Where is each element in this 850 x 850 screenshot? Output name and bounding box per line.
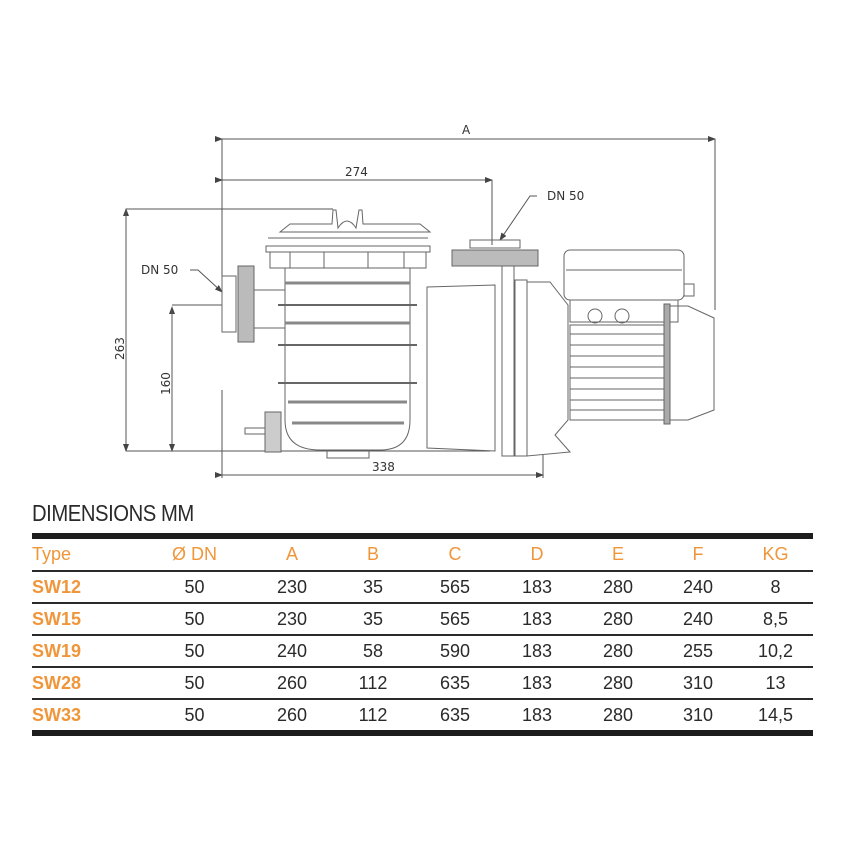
table-top-rule xyxy=(32,533,813,539)
cell-type: SW12 xyxy=(32,571,137,604)
header-dn: Ø DN xyxy=(137,539,252,572)
cell-dn: 50 xyxy=(137,571,252,604)
header-f: F xyxy=(658,539,738,572)
inlet-dn-callout: DN 50 xyxy=(141,263,223,293)
dimension-a: A xyxy=(215,123,716,310)
cell-f: 310 xyxy=(682,704,714,725)
cell-e: 280 xyxy=(578,667,658,700)
cell-f: 240 xyxy=(658,571,738,604)
cell-c: 565 xyxy=(414,571,496,604)
table-header-row: Type Ø DN A B C D E F KG xyxy=(32,539,813,572)
cell-b: 58 xyxy=(332,635,414,668)
cell-dn: 50 xyxy=(137,635,252,668)
cell-d: 183 xyxy=(496,667,578,700)
cell-d: 183 xyxy=(496,635,578,668)
header-b: B xyxy=(332,539,414,572)
header-c: C xyxy=(414,539,496,572)
cell-a: 260 xyxy=(276,704,308,725)
cell-dn: 50 xyxy=(137,603,252,636)
cell-dn: 50 xyxy=(137,667,252,700)
cell-e: 280 xyxy=(578,603,658,636)
cell-f: 240 xyxy=(658,603,738,636)
cell-type: SW28 xyxy=(32,667,137,700)
cell-type: SW15 xyxy=(32,603,137,636)
header-kg: KG xyxy=(738,539,813,572)
motor xyxy=(563,249,715,425)
section-title: DIMENSIONS MM xyxy=(32,500,194,526)
cell-dn: 50 xyxy=(184,704,205,725)
cell-kg: 8,5 xyxy=(738,603,813,636)
cell-kg: 10,2 xyxy=(738,635,813,668)
dimensions-table: Type Ø DN A B C D E F KG SW12 50 230 35 … xyxy=(32,533,813,736)
cell-kg: 8 xyxy=(738,571,813,604)
cell-c: 635 xyxy=(414,667,496,700)
table-bottom-rule xyxy=(32,730,813,736)
table-row: SW15 50 230 35 565 183 280 240 8,5 xyxy=(32,603,813,636)
cell-d: 183 xyxy=(496,571,578,604)
cell-kg: 14,5 xyxy=(757,704,794,725)
cell-c: 635 xyxy=(439,704,471,725)
cell-kg: 13 xyxy=(738,667,813,700)
inlet-dn-label: DN 50 xyxy=(141,263,178,277)
header-a: A xyxy=(252,539,332,572)
dimension-263-label: 263 xyxy=(113,337,127,360)
cell-b: 112 xyxy=(358,704,388,725)
dimension-274: 274 xyxy=(215,165,493,245)
cell-e: 280 xyxy=(578,635,658,668)
header-type: Type xyxy=(32,539,137,572)
table-row: SW28 50 260 112 635 183 280 310 13 xyxy=(32,667,813,700)
pump-technical-drawing: A 274 DN 50 DN 50 263 xyxy=(113,123,716,478)
strainer-housing xyxy=(221,209,432,459)
cell-c: 590 xyxy=(414,635,496,668)
dimension-160-label: 160 xyxy=(159,372,173,395)
cell-type: SW33 xyxy=(32,704,82,725)
cell-d: 183 xyxy=(521,704,553,725)
outlet-dn-label: DN 50 xyxy=(547,189,584,203)
cell-d: 183 xyxy=(496,603,578,636)
dimension-274-label: 274 xyxy=(345,165,368,179)
cell-a: 260 xyxy=(252,667,332,700)
cell-a: 230 xyxy=(252,571,332,604)
table-row: SW12 50 230 35 565 183 280 240 8 xyxy=(32,571,813,604)
cell-b: 35 xyxy=(332,603,414,636)
cell-f: 255 xyxy=(658,635,738,668)
dimension-338: 338 xyxy=(215,390,544,478)
dimension-263: 263 xyxy=(113,208,333,452)
header-e: E xyxy=(578,539,658,572)
dimension-338-label: 338 xyxy=(372,460,395,474)
cell-e: 280 xyxy=(602,704,634,725)
table-row: SW19 50 240 58 590 183 280 255 10,2 xyxy=(32,635,813,668)
cell-b: 112 xyxy=(332,667,414,700)
cell-f: 310 xyxy=(658,667,738,700)
pump-volute xyxy=(426,239,572,457)
header-d: D xyxy=(496,539,578,572)
cell-e: 280 xyxy=(578,571,658,604)
outlet-dn-callout: DN 50 xyxy=(499,189,584,241)
cell-type: SW19 xyxy=(32,635,137,668)
cell-a: 230 xyxy=(252,603,332,636)
cell-a: 240 xyxy=(252,635,332,668)
dimension-a-label: A xyxy=(462,123,471,137)
table-row: SW33 50 260 112 635 183 280 310 14,5 xyxy=(32,699,813,730)
dimension-160: 160 xyxy=(159,304,222,452)
cell-c: 565 xyxy=(414,603,496,636)
cell-b: 35 xyxy=(332,571,414,604)
